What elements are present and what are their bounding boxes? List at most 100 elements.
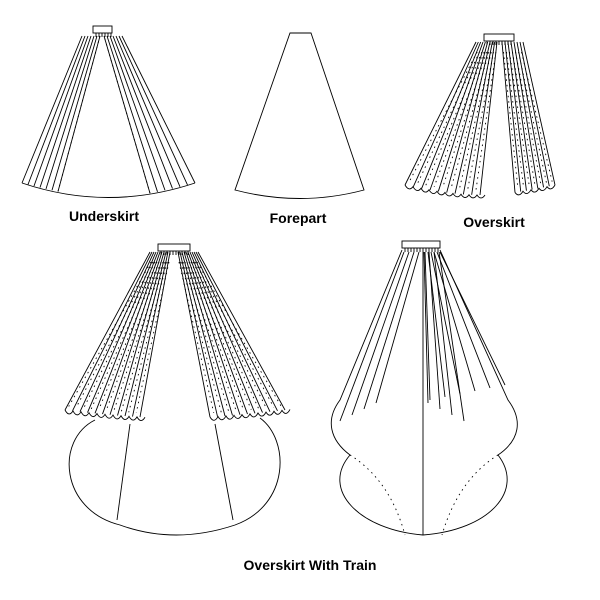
stitch-line [442,51,487,189]
stitch-line [184,261,237,412]
pleat-line [106,35,158,192]
stitch-line [475,51,497,192]
stitch-line [190,261,260,410]
pleat-line [183,251,233,416]
pleat-line [427,251,446,398]
stitch-line [120,261,166,412]
pleat-line [195,251,278,412]
pleat-line [117,251,165,416]
train-outline [330,249,518,536]
stitch-line [349,454,406,536]
label-forepart: Forepart [269,210,327,226]
pleat-line [179,251,218,417]
pleat-line [79,251,155,412]
pleat-line [94,251,159,414]
underskirt-drawing [21,25,196,198]
pleat-line [87,251,157,413]
label-underskirt: Underskirt [68,208,140,224]
pleat-line [513,41,539,189]
pleat-line [433,251,476,392]
pleat-line [187,251,248,415]
stitch-line [75,261,154,408]
stitch-line [186,261,245,411]
pleat-line [197,251,286,411]
pleat-line [193,251,271,412]
pleat-line [404,41,477,186]
pleat-line [454,41,491,194]
pleat-line [214,423,234,521]
label-overskirt: Overskirt [463,214,525,230]
pleat-line [424,251,431,401]
forepart-drawing [234,32,365,199]
stitch-line [503,51,519,189]
stitch-line [408,51,478,183]
pleat-line [115,35,181,187]
stitch-line [182,261,230,412]
pleat-line [501,41,516,193]
pleat-line [121,35,196,184]
pleat-line [504,41,522,192]
pleat-line [510,41,533,190]
pleat-line [33,35,89,187]
stitch-line [90,261,158,410]
stitch-line [128,261,168,413]
pleat-line [181,251,226,417]
pleat-line [57,35,101,192]
pleat-line [519,41,550,187]
stitch-line [68,261,152,407]
hem [209,409,291,421]
pleat-line [64,251,151,411]
pleat-line [462,41,493,195]
pleat-line [375,251,420,404]
pleat-line [191,251,263,413]
stitch-line [105,261,162,411]
hem [514,184,556,196]
stitch-line [518,51,547,183]
pleat-line [436,251,491,389]
stitch-line [506,51,525,188]
pleat-line [522,41,556,186]
stitch-line [417,51,480,184]
overskirt-with-train-open-drawing [64,243,291,536]
pleat-line [339,251,405,422]
pleat-line [109,35,166,191]
waistband [157,243,191,252]
stitch-line [512,51,536,186]
pleat-line [446,41,489,193]
pleat-line [124,251,167,417]
pleat-line [112,35,173,189]
pleat-line [507,41,527,191]
train-outline [68,417,281,536]
stitch-line [135,261,170,413]
pleat-line [189,251,256,414]
pleat-line [363,251,415,410]
stitch-line [178,261,215,413]
overskirt-drawing [404,33,556,199]
hem [21,182,196,198]
waistband [92,25,113,34]
label-overskirt-with-train: Overskirt With Train [243,557,377,573]
pleat-line [118,35,188,186]
stitch-line [515,51,542,185]
stitch-line [196,261,282,407]
pleat-line [437,41,486,192]
pleat-line [423,251,429,404]
pleat-line [51,35,98,191]
pleat-line [429,41,484,191]
pleat-line [185,251,241,415]
stitch-line [180,261,222,413]
pleat-line [479,41,498,196]
waistband [483,33,515,42]
pleat-line [421,41,482,189]
pleat-line [103,35,151,194]
pleat-line [102,251,161,415]
stitch-line [441,454,499,536]
pleat-line [139,251,171,418]
pleat-line [39,35,92,188]
pleat-line [471,41,496,195]
hem [64,409,146,422]
pleat-line [27,35,86,185]
stitch-line [194,261,275,408]
pleat-line [72,251,153,412]
